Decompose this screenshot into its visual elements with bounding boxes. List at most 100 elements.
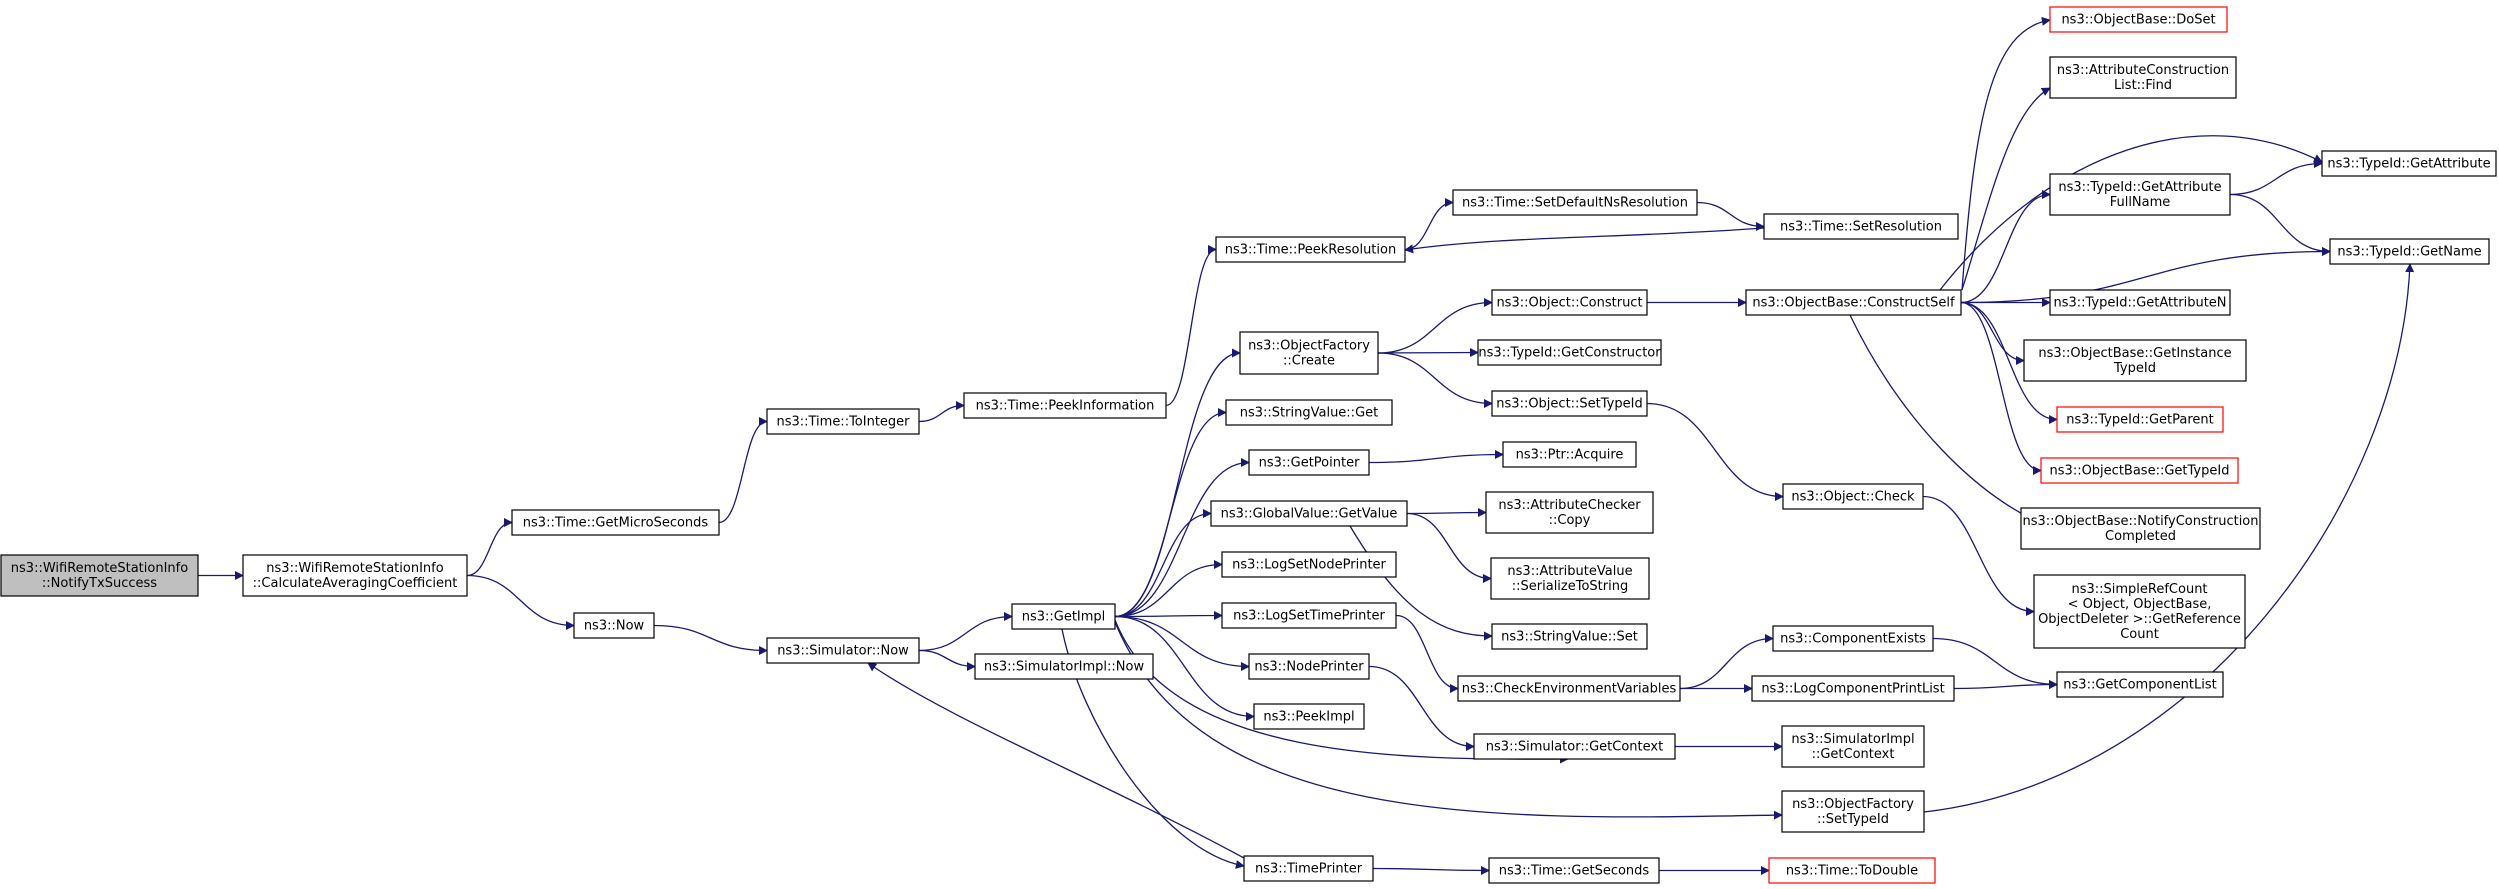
node-objcheck[interactable]: ns3::Object::Check [1782,483,1924,510]
node-box [2049,289,2231,316]
node-label-line: ns3::Object::SetTypeId [1496,397,1642,412]
node-notify: ns3::WifiRemoteStationInfo::NotifyTxSucc… [0,554,199,597]
edge-objsettypeid-to-objcheck [1646,402,1784,501]
node-getattribute[interactable]: ns3::TypeId::GetAttribute [2321,150,2497,177]
node-box [1491,289,1648,316]
node-getimpl[interactable]: ns3::GetImpl [1011,603,1116,630]
node-label-line: ns3::AttributeConstruction [2057,63,2229,78]
node-label-line: ns3::PeekImpl [1263,710,1354,725]
node-timegetsec[interactable]: ns3::Time::GetSeconds [1488,857,1660,884]
edge-peekres-to-setdefault [1404,198,1454,251]
node-ptracquire[interactable]: ns3::Ptr::Acquire [1502,441,1637,468]
node-box [2023,339,2247,382]
node-label-line: ns3::LogComponentPrintList [1761,682,1944,697]
node-checkenv[interactable]: ns3::CheckEnvironmentVariables [1457,675,1681,702]
node-logtimeprinter[interactable]: ns3::LogSetTimePrinter [1221,602,1397,629]
node-label-line: ns3::SimpleRefCount [2071,582,2207,597]
node-label-line: ns3::ObjectBase::ConstructSelf [1752,296,1955,311]
node-getparent[interactable]: ns3::TypeId::GetParent [2056,406,2224,433]
node-label-line: List::Find [2114,78,2172,93]
node-label-line: ns3::Now [584,619,645,634]
node-ofsettypeid[interactable]: ns3::ObjectFactory::SetTypeId [1781,790,1925,833]
node-notifyconst[interactable]: ns3::ObjectBase::NotifyConstructionCompl… [2020,507,2261,550]
node-box [1781,725,1925,768]
node-label-line: ::Copy [1549,513,1591,528]
node-peekimpl[interactable]: ns3::PeekImpl [1253,703,1365,730]
node-tointeger[interactable]: ns3::Time::ToInteger [766,408,920,435]
node-objsettypeid[interactable]: ns3::Object::SetTypeId [1491,390,1648,417]
node-label-line: ns3::GetImpl [1022,610,1106,625]
node-objconstruct[interactable]: ns3::Object::Construct [1491,289,1648,316]
node-simnow[interactable]: ns3::Simulator::Now [766,637,920,664]
node-label-line: ns3::Time::GetSeconds [1499,864,1650,879]
node-attrvalueser[interactable]: ns3::AttributeValue::SerializeToString [1490,557,1650,600]
node-getcomplist[interactable]: ns3::GetComponentList [2056,671,2224,698]
node-label-line: ns3::StringValue::Get [1240,406,1378,421]
node-now[interactable]: ns3::Now [573,612,655,639]
node-gvgetvalue[interactable]: ns3::GlobalValue::GetValue [1210,500,1408,527]
node-getattrn[interactable]: ns3::TypeId::GetAttributeN [2049,289,2231,316]
edge-calc-to-getmicro [466,518,513,577]
node-simgetctx[interactable]: ns3::Simulator::GetContext [1473,733,1676,760]
node-box [1781,790,1925,833]
node-label-line: < Object, ObjectBase, [2068,597,2212,612]
node-strvalget[interactable]: ns3::StringValue::Get [1225,399,1393,426]
node-box [1221,551,1397,578]
node-box [2321,150,2497,177]
node-simplerefcount[interactable]: ns3::SimpleRefCount< Object, ObjectBase,… [2033,574,2246,649]
node-label-line: ::SetTypeId [1817,812,1889,827]
node-box [2020,507,2261,550]
node-label-line: ns3::Time::SetResolution [1780,220,1942,235]
edge-compexists-to-getcomplist [1932,637,2058,689]
node-label-line: ObjectDeleter >::GetReference [2038,612,2241,627]
node-getconstructor[interactable]: ns3::TypeId::GetConstructor [1477,339,1662,366]
edge-constructself-to-getattrfull [1960,190,2051,304]
node-setdefault[interactable]: ns3::Time::SetDefaultNsResolution [1452,189,1698,216]
edge-getimpl-to-ofsettypeid [1114,621,1783,820]
node-logcompprint[interactable]: ns3::LogComponentPrintList [1751,675,1955,702]
node-simimplnow[interactable]: ns3::SimulatorImpl::Now [974,653,1154,680]
node-peekinfo[interactable]: ns3::Time::PeekInformation [963,392,1167,419]
node-label-line: ::NotifyTxSuccess [42,576,157,591]
node-label-line: ns3::WifiRemoteStationInfo [266,561,443,576]
node-setres[interactable]: ns3::Time::SetResolution [1763,213,1959,240]
node-box [1772,625,1934,652]
edge-constructself-to-getparent [1960,301,2058,424]
node-todouble[interactable]: ns3::Time::ToDouble [1768,857,1936,884]
node-obgettypeid[interactable]: ns3::ObjectBase::GetTypeId [2040,457,2239,484]
node-box [1243,855,1374,882]
node-label-line: ns3::Simulator::GetContext [1486,740,1663,755]
edge-logcompprint-to-getcomplist [1953,680,2058,690]
node-getname[interactable]: ns3::TypeId::GetName [2329,238,2490,265]
node-attrcheckercopy[interactable]: ns3::AttributeChecker::Copy [1485,491,1654,534]
node-strvalset[interactable]: ns3::StringValue::Set [1491,623,1648,650]
node-peekres[interactable]: ns3::Time::PeekResolution [1215,236,1406,263]
node-simimplgetctx[interactable]: ns3::SimulatorImpl::GetContext [1781,725,1925,768]
node-box [963,392,1167,419]
node-box [1491,623,1648,650]
node-doset[interactable]: ns3::ObjectBase::DoSet [2049,6,2228,33]
node-label-line: ::GetContext [1812,747,1895,762]
edge-constructself-to-getname [1960,247,2331,304]
node-label-line: ns3::TypeId::GetAttributeN [2053,296,2226,311]
node-box [1215,236,1406,263]
node-label-line: ns3::ObjectBase::NotifyConstruction [2023,514,2259,529]
node-box [1221,602,1397,629]
node-compexists[interactable]: ns3::ComponentExists [1772,625,1934,652]
node-calc[interactable]: ns3::WifiRemoteStationInfo::CalculateAve… [242,554,468,597]
node-timeprinter[interactable]: ns3::TimePrinter [1243,855,1374,882]
node-getpointer[interactable]: ns3::GetPointer [1248,449,1370,476]
node-box [1473,733,1676,760]
node-constructself[interactable]: ns3::ObjectBase::ConstructSelf [1745,289,1962,316]
edge-peekinfo-to-peekres [1165,245,1217,407]
node-nodeprinter[interactable]: ns3::NodePrinter [1248,653,1370,680]
node-ofcreate[interactable]: ns3::ObjectFactory::Create [1239,331,1379,375]
node-label-line: ns3::Ptr::Acquire [1516,448,1624,463]
node-getmicro[interactable]: ns3::Time::GetMicroSeconds [511,509,720,536]
edge-getattrfull-to-getname [2229,193,2331,256]
node-lognodeprinter[interactable]: ns3::LogSetNodePrinter [1221,551,1397,578]
